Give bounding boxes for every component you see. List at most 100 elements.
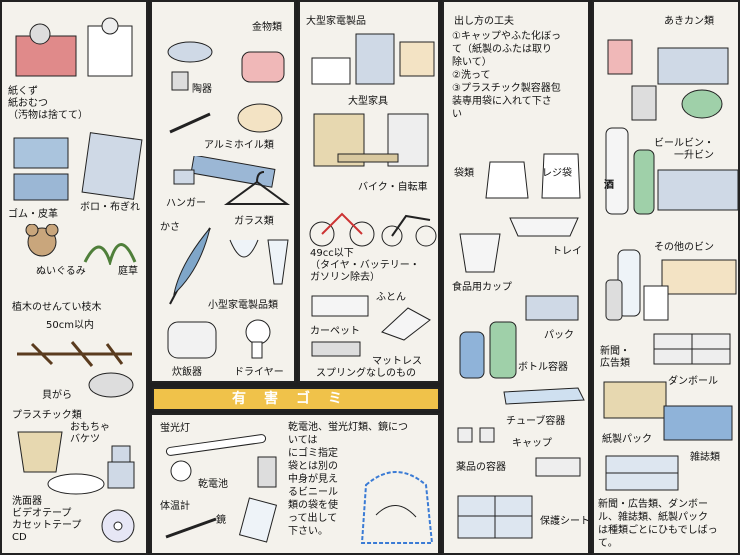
- thermometer-icon: [165, 517, 217, 539]
- battery-label: 乾電池: [198, 479, 228, 490]
- cd-icon: [101, 509, 135, 543]
- bucket-label: バケツ: [70, 434, 100, 445]
- spoon-icon: [169, 112, 211, 134]
- carpet-label: カーペット: [310, 326, 360, 337]
- stuffed-toy-label: ぬいぐるみ: [36, 266, 86, 277]
- panel-nonburnable: 金物類 陶器 アルミホイル類 ハンガー ガラス類 かさ: [150, 0, 296, 383]
- bucket-icon: [17, 431, 63, 473]
- paper-pack-label: 紙製パック: [602, 434, 652, 445]
- hanger-label: ハンガー: [166, 198, 206, 209]
- panel-recyclables: あきカン類 ビールビン・一升ビン 酒 その他のビン 新聞・広告類: [592, 0, 740, 555]
- newspaper-bundle-icon: [653, 333, 731, 365]
- foil-box-icon: [173, 156, 276, 188]
- furniture-icon: [313, 113, 429, 167]
- teapot-icon: [237, 103, 283, 133]
- bags-label: 袋類: [454, 168, 474, 179]
- sake-label: 酒: [604, 180, 614, 191]
- rice-cooker-label: 炊飯器: [172, 367, 202, 378]
- thermometer-label: 体温計: [160, 501, 190, 512]
- clear-bag-icon: [360, 471, 434, 544]
- caps-icon: [457, 427, 495, 443]
- cans-icon: [607, 39, 729, 121]
- sake-bottles-icon: [605, 127, 738, 215]
- tray-label: トレイ: [552, 246, 582, 257]
- length-limit-label: 50cm以内: [46, 320, 94, 331]
- small-appliances-label: 小型家電製品類: [208, 300, 278, 311]
- newspaper-label: 新聞・広告類: [600, 346, 630, 369]
- rags-label: ボロ・布ぎれ: [80, 202, 140, 213]
- toys-label: おもちゃ: [70, 422, 110, 433]
- shells-label: 貝がら: [42, 390, 72, 401]
- medicine-container-label: 薬品の容器: [456, 462, 506, 473]
- futon-label: ふとん: [376, 292, 406, 303]
- large-furniture-label: 大型家具: [348, 96, 388, 107]
- protective-sheet-label: 保護シート: [540, 516, 590, 527]
- garden-grass-label: 庭草: [118, 266, 138, 277]
- mirror-label: 鏡: [216, 515, 226, 526]
- basket-icon: [15, 17, 133, 77]
- bulb-icon: [170, 460, 192, 482]
- dryer-label: ドライヤー: [234, 367, 284, 378]
- bag-icon: [13, 132, 143, 201]
- cap-label: キャップ: [512, 438, 552, 449]
- food-cup-label: 食品用カップ: [452, 282, 512, 293]
- fluorescent-tube-icon: [165, 434, 267, 456]
- panel-hazardous: 蛍光灯 乾電池 体温計 鏡 乾電池、蛍光灯類、鏡については にゴミ指定袋とは別の…: [150, 413, 440, 555]
- futon-icon: [311, 295, 369, 317]
- pack-label: パック: [544, 330, 574, 341]
- other-bottles-icon: [605, 249, 737, 321]
- bicycle-scooter-icon: [309, 212, 437, 247]
- mirror-icon: [238, 497, 278, 543]
- bike-label: バイク・自転車: [358, 182, 428, 193]
- umbrella-label: かさ: [160, 222, 180, 233]
- shopping-bag-icon: [485, 153, 581, 199]
- pack-icon: [525, 295, 579, 321]
- battery-icon: [257, 456, 277, 488]
- cardboard-icon: [603, 381, 667, 419]
- other-bottles-label: その他のビン: [654, 242, 714, 253]
- umbrella-icon: [169, 227, 211, 305]
- tube-icon: [503, 387, 585, 405]
- tray-icon: [509, 217, 579, 237]
- panel-oversized: 大型家電製品 大型家具 バイク・自転車 49cc以下（タイヤ・バッテリー・ガソリ…: [298, 0, 440, 383]
- aluminium-foil-label: アルミホイル類: [204, 140, 274, 151]
- glass-label: ガラス類: [234, 216, 274, 227]
- fluorescent-label: 蛍光灯: [160, 423, 190, 434]
- protective-sheet-icon: [457, 495, 533, 539]
- pruned-branches-label: 植木のせんてい枝木: [12, 302, 102, 313]
- pot-icon: [167, 41, 285, 91]
- bottles-icon: [459, 321, 517, 379]
- grass-icon: [83, 243, 137, 265]
- cardboard-label: ダンボール: [668, 376, 718, 387]
- hazard-note: 乾電池、蛍光灯類、鏡については にゴミ指定袋とは別の 中身が見えるビニール 類の…: [288, 422, 408, 537]
- robot-toy-icon: [107, 445, 135, 489]
- hazardous-waste-banner: 有害ゴミ: [152, 387, 440, 411]
- hanger-icon: [223, 171, 291, 205]
- basin-icon: [47, 473, 105, 495]
- mattress-icon: [381, 307, 431, 341]
- magazines-icon: [663, 405, 733, 441]
- bundle-instructions: 新聞・広告類、ダンボール、雑誌類、紙製パック は種類ごとにひもでしばって。: [598, 499, 718, 549]
- ceramics-label: 陶器: [192, 84, 212, 95]
- paper-pack-bundle-icon: [605, 455, 679, 491]
- rice-cooker-icon: [167, 321, 217, 359]
- beer-bottles-label: ビールビン・一升ビン: [654, 138, 714, 161]
- bike-conditions-label: 49cc以下（タイヤ・バッテリー・ガソリン除去）: [310, 248, 420, 283]
- appliances-icon: [311, 33, 435, 85]
- bottle-container-label: ボトル容器: [518, 362, 568, 373]
- plastics-label: プラスチック類: [12, 410, 82, 421]
- carpet-icon: [311, 341, 361, 357]
- disposal-tips-title: 出し方の工夫: [454, 16, 514, 27]
- shell-icon: [88, 372, 134, 398]
- food-cup-icon: [459, 233, 501, 273]
- burnable-paper-label: 紙くず紙おむつ（汚物は捨てて）: [8, 86, 88, 121]
- teddy-bear-icon: [25, 224, 59, 257]
- springless-label: スプリングなしのもの: [316, 368, 416, 379]
- plastic-bag-label: レジ袋: [542, 168, 572, 179]
- large-appliances-label: 大型家電製品: [306, 16, 366, 27]
- mattress-label: マットレス: [372, 356, 422, 367]
